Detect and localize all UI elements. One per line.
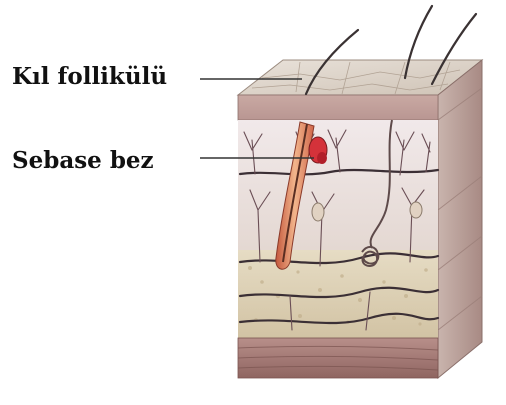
- label-sebaceous-gland: Sebase bez: [12, 149, 154, 172]
- sebaceous-gland-shape: [309, 137, 327, 164]
- dermis-layer: [238, 120, 438, 250]
- block-side-face: [438, 60, 482, 378]
- label-hair-follicle: Kıl follikülü: [12, 65, 167, 88]
- epidermis-layer: [238, 95, 438, 120]
